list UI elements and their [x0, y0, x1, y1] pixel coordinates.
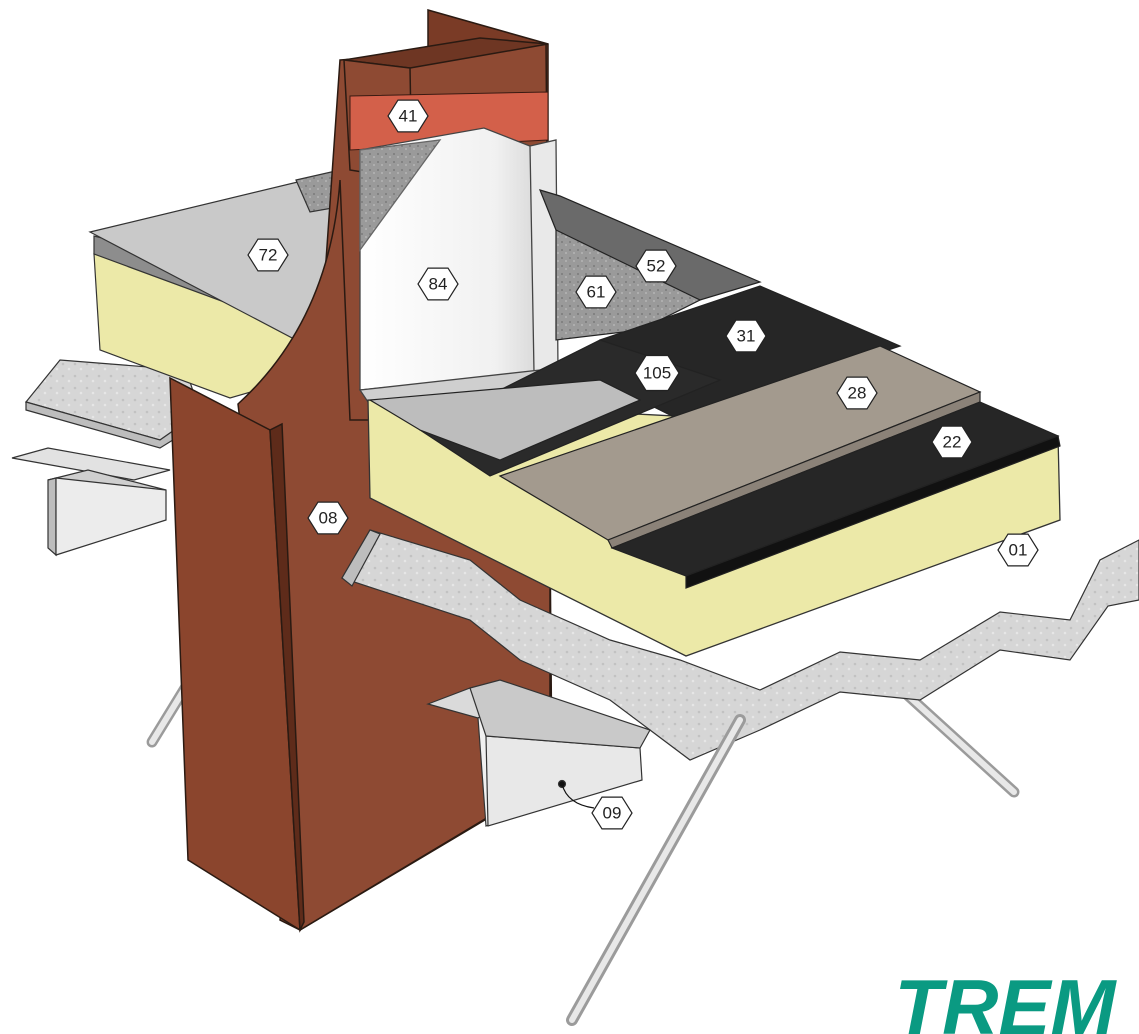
- label-01: 01: [997, 533, 1039, 567]
- leader-line-09: [561, 783, 595, 809]
- label-text: 09: [603, 804, 622, 823]
- label-hexagon: [591, 796, 633, 830]
- label-text: 41: [399, 107, 418, 126]
- left-roof-build-up: [88, 169, 345, 399]
- label-text: 72: [259, 246, 278, 265]
- label-hexagon: [725, 319, 767, 353]
- label-text: 08: [319, 509, 338, 528]
- label-hexagon: [635, 249, 677, 283]
- main-metal-deck: [341, 529, 1139, 761]
- label-hexagon: [836, 376, 878, 410]
- label-52: 52: [635, 249, 677, 283]
- logo-text: TREM: [895, 963, 1118, 1034]
- label-text: 22: [943, 433, 962, 452]
- label-hexagon: [387, 99, 429, 133]
- upstand-sheet: [358, 127, 643, 405]
- label-hexagon: [247, 238, 289, 272]
- label-22: 22: [931, 425, 973, 459]
- lower-purlin: [426, 679, 651, 827]
- label-hexagon: [634, 354, 680, 392]
- label-text: 52: [647, 257, 666, 276]
- label-72: 72: [247, 238, 289, 272]
- front-rod: [566, 714, 746, 1026]
- label-hexagon: [997, 533, 1039, 567]
- label-text: 84: [429, 275, 448, 294]
- label-hexagon: [575, 275, 617, 309]
- label-text: 01: [1009, 541, 1028, 560]
- label-text: 28: [848, 384, 867, 403]
- label-hexagon: [931, 425, 973, 459]
- label-105: 105: [634, 354, 680, 392]
- label-41: 41: [387, 99, 429, 133]
- label-text: 105: [643, 364, 671, 383]
- label-08: 08: [307, 501, 349, 535]
- label-31: 31: [725, 319, 767, 353]
- trem-logo: TREM: [895, 963, 1118, 1034]
- label-84: 84: [417, 267, 459, 301]
- label-61: 61: [575, 275, 617, 309]
- left-purlin: [11, 447, 171, 557]
- label-hexagon: [417, 267, 459, 301]
- callout-labels: 41 72 84 52 61 31 105 28 22 08 01 09: [247, 99, 1039, 830]
- label-hexagon: [307, 501, 349, 535]
- label-text: 61: [587, 283, 606, 302]
- label-text: 31: [737, 327, 756, 346]
- label-09: 09: [591, 796, 633, 830]
- label-28: 28: [836, 376, 878, 410]
